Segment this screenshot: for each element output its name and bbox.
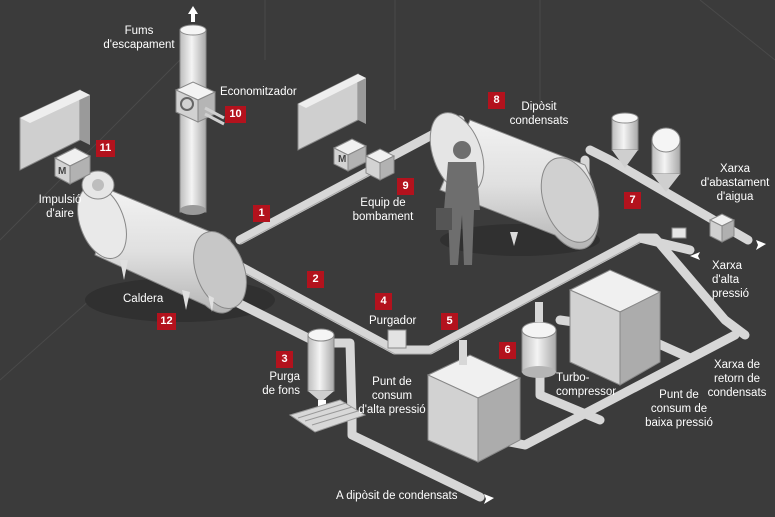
badge-8: 8 xyxy=(488,92,505,109)
label-turbo-compressor: Turbo- compressor xyxy=(556,372,617,398)
boiler xyxy=(77,170,247,314)
water-tanks xyxy=(611,112,736,243)
label-condensate-return: Xarxa de retorn de condensats xyxy=(707,359,767,399)
label-air-impulsion: Impulsió d'aire xyxy=(38,194,82,220)
badge-2: 2 xyxy=(307,271,324,288)
badge-11: 11 xyxy=(96,140,115,157)
label-pump-equipment: Equip de bombament xyxy=(352,197,414,223)
pipe-high-pressure-out xyxy=(635,233,695,255)
blowdown-vessel xyxy=(288,328,367,433)
person-silhouette xyxy=(436,141,480,265)
badge-5: 5 xyxy=(441,313,458,330)
label-water-supply: Xarxa d'abastament d'aigua xyxy=(700,163,770,203)
pump-unit xyxy=(297,73,396,181)
label-boiler: Caldera xyxy=(123,293,164,305)
label-bottom-blowdown: Purga de fons xyxy=(262,371,300,397)
pipe-feedwater xyxy=(235,163,380,245)
badge-7: 7 xyxy=(624,192,641,209)
high-pressure-valve xyxy=(671,227,687,239)
badge-4: 4 xyxy=(375,293,392,310)
label-high-pressure-network: Xarxa d'alta pressió xyxy=(712,260,750,300)
pipe-water-supply xyxy=(585,145,753,245)
motor-label-air: M xyxy=(58,166,66,177)
label-economizer: Economitzador xyxy=(220,86,297,98)
label-condensate-tank: Dipòsit condensats xyxy=(509,101,569,127)
label-to-condensate-tank: A dipòsit de condensats xyxy=(336,490,458,502)
label-high-pressure-consumer: Punt de consum d'alta pressió xyxy=(358,376,426,416)
badge-9: 9 xyxy=(397,178,414,195)
exhaust-stack xyxy=(179,6,207,215)
label-exhaust-fumes: Fums d'escapament xyxy=(103,25,175,51)
low-pressure-consumer xyxy=(568,269,662,386)
label-steam-trap: Purgador xyxy=(369,315,417,327)
badge-10: 10 xyxy=(225,106,246,123)
air-impulsion-unit xyxy=(19,89,92,185)
badge-1: 1 xyxy=(253,205,270,222)
motor-label-pump: M xyxy=(338,154,346,165)
badge-3: 3 xyxy=(276,351,293,368)
badge-6: 6 xyxy=(499,342,516,359)
label-low-pressure-consumer: Punt de consum de baixa pressió xyxy=(645,389,713,429)
flow-arrows xyxy=(484,240,766,504)
pipe-to-condensate-tank xyxy=(347,410,485,502)
turbo-compressor xyxy=(521,302,557,378)
steam-trap xyxy=(387,329,407,349)
high-pressure-consumer xyxy=(426,340,522,463)
economizer xyxy=(174,81,225,126)
badge-12: 12 xyxy=(157,313,176,330)
